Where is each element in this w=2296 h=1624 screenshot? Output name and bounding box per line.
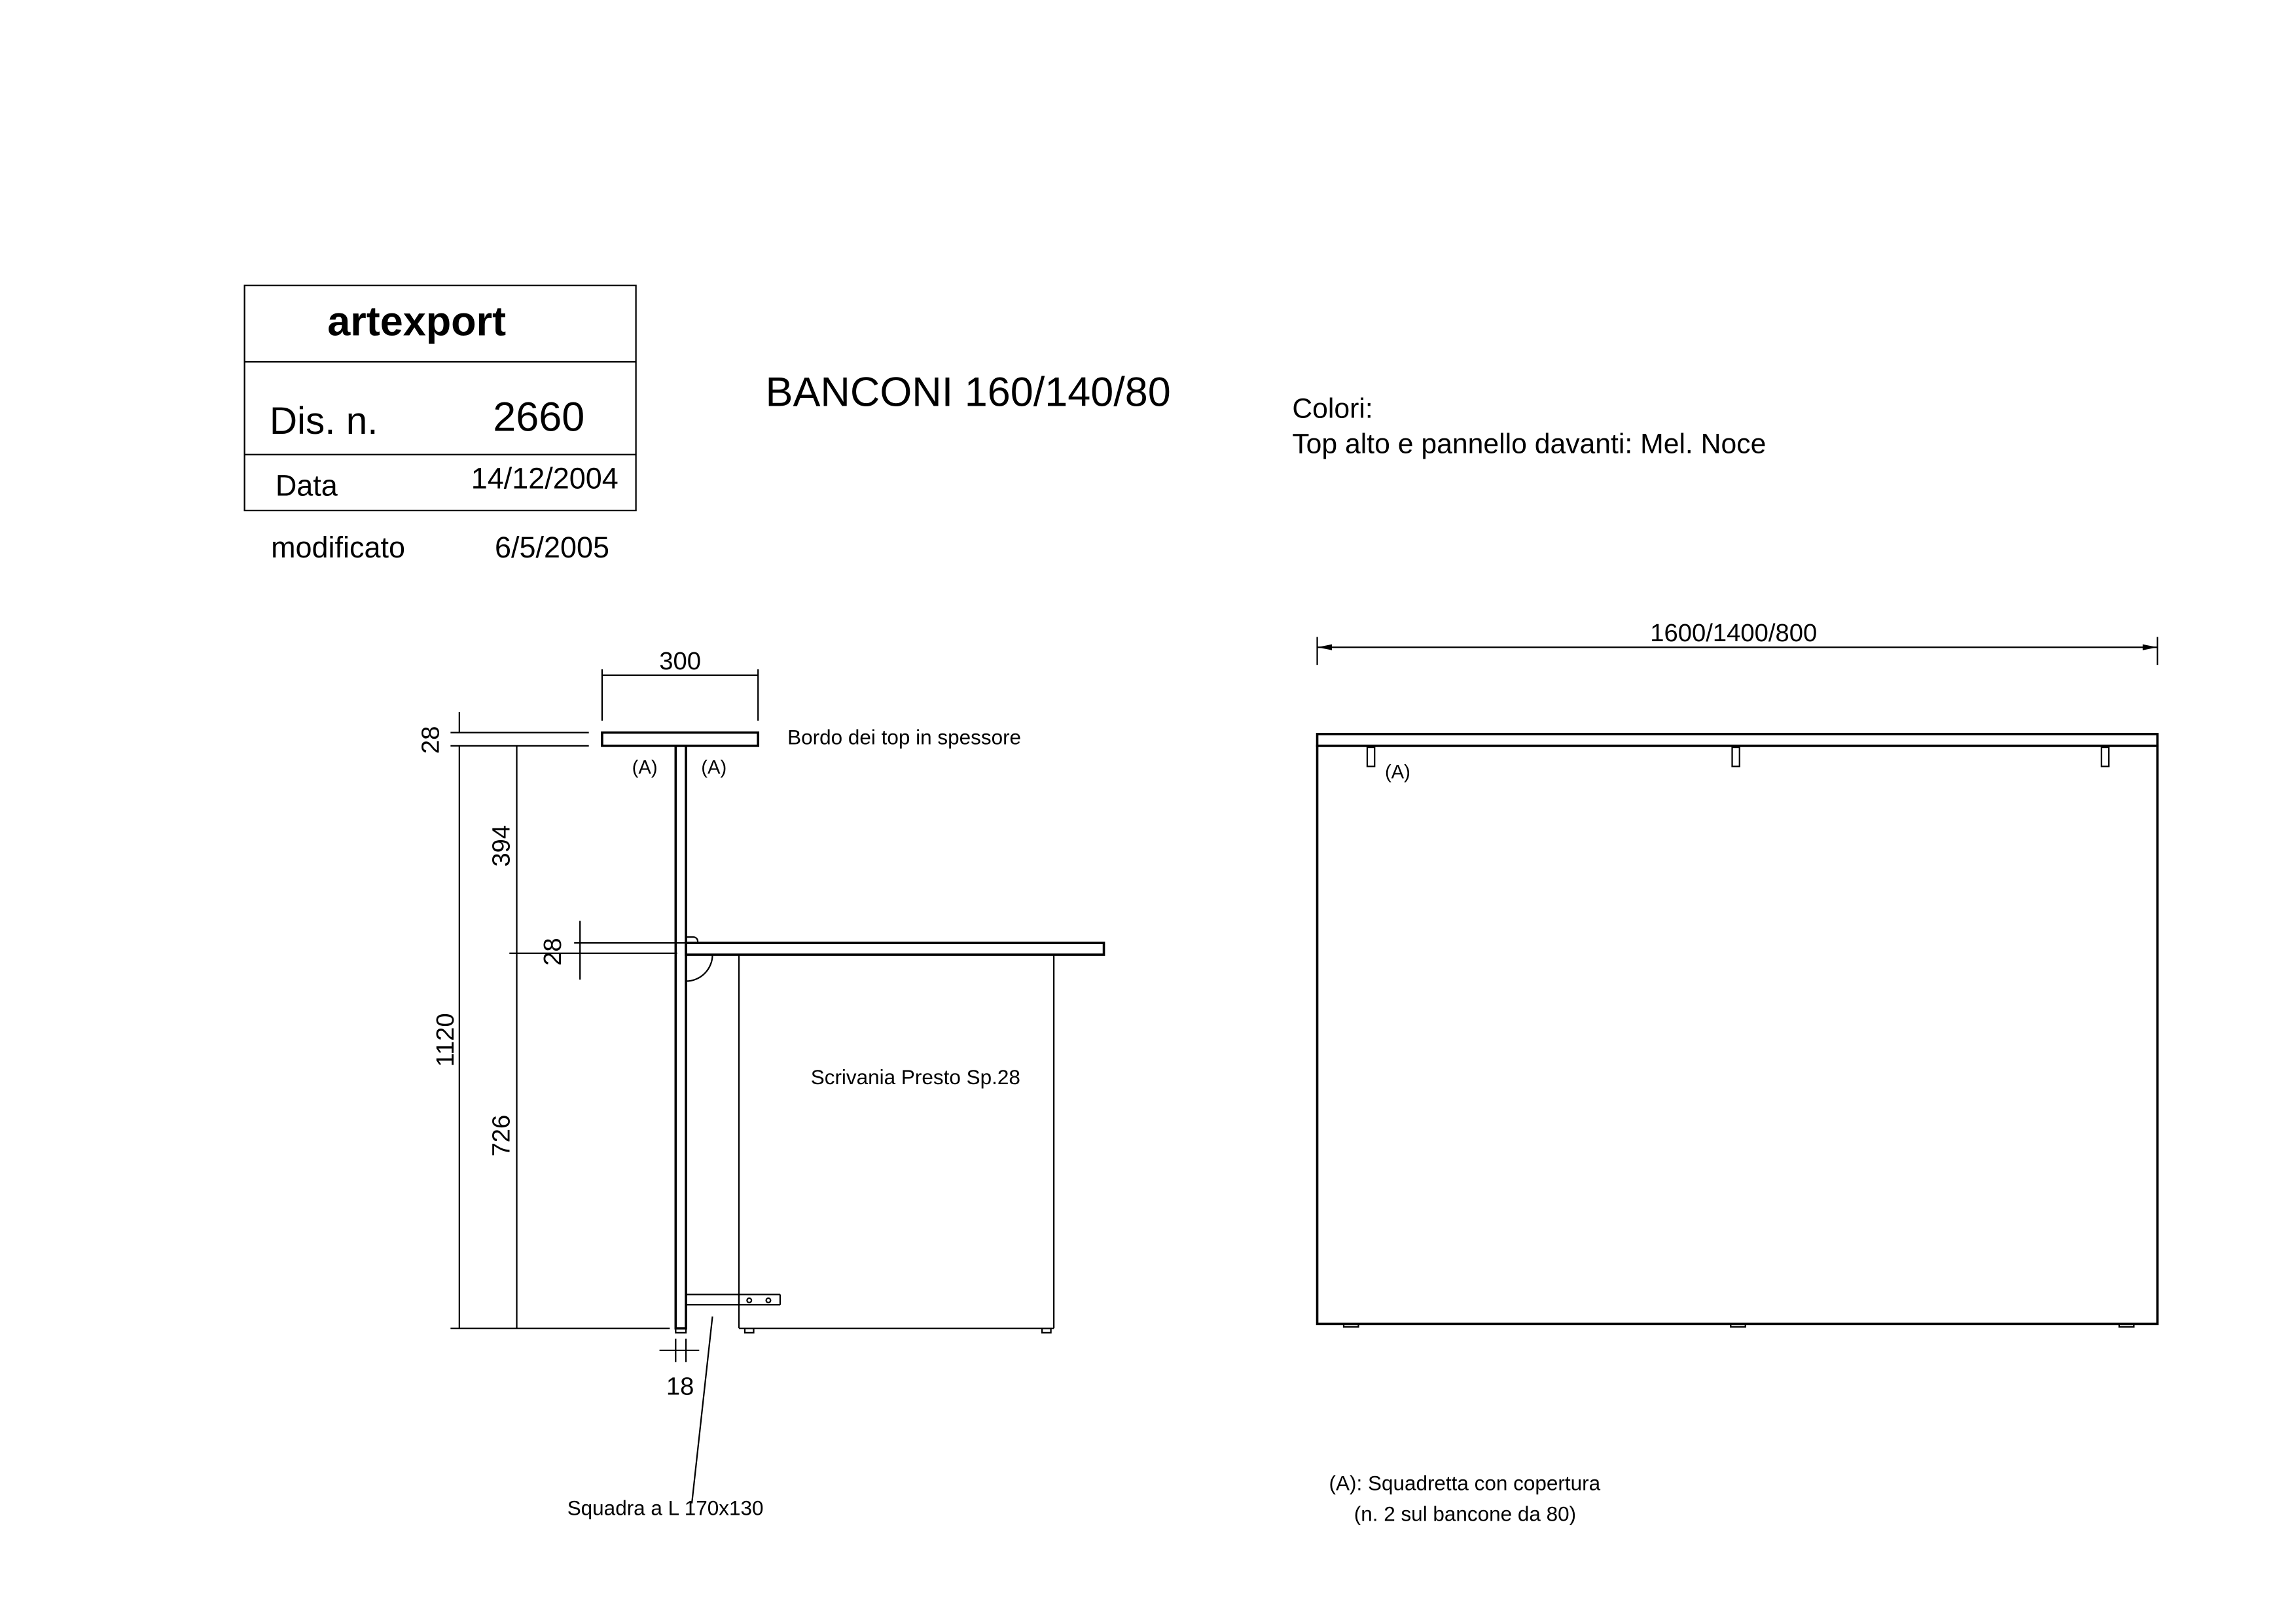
dim-total-height: 1120 [431, 1013, 459, 1067]
dim-top-thickness: 28 [416, 726, 444, 754]
dim-front-width: 1600/1400/800 [1650, 619, 1817, 647]
note-top-edge: Bordo dei top in spessore [787, 726, 1021, 749]
side-view: 300 Bordo dei top in spessore (A) (A) 28… [416, 647, 1105, 1520]
company-name: artexport [327, 299, 506, 345]
colors-value: Top alto e pannello davanti: Mel. Noce [1292, 428, 1766, 459]
colors-label: Colori: [1292, 393, 1372, 424]
modified-value: 6/5/2005 [495, 531, 609, 564]
legend-line-1: (A): Squadretta con copertura [1329, 1472, 1601, 1494]
dim-top-width: 300 [659, 647, 701, 675]
drawing-number-label: Dis. n. [270, 400, 378, 442]
label-a-left: (A) [632, 758, 658, 779]
drawing-number: 2660 [493, 395, 584, 440]
bracket-a-1 [1366, 746, 1376, 768]
label-a-right: (A) [701, 758, 726, 779]
label-a-front: (A) [1385, 762, 1410, 783]
bracket-a-3 [2100, 746, 2110, 768]
desk-top [685, 942, 1105, 956]
high-top-shelf [601, 731, 760, 747]
title-block: artexport Dis. n. 2660 Data 14/12/2004 m… [243, 285, 637, 564]
modified-label: modificato [271, 531, 405, 564]
dim-lower: 726 [487, 1115, 515, 1157]
dim-panel-thickness: 18 [666, 1372, 694, 1400]
note-desk: Scrivania Presto Sp.28 [811, 1066, 1020, 1089]
bracket-a-2 [1731, 746, 1740, 768]
front-panel [674, 745, 687, 1330]
legend-line-2: (n. 2 sul bancone da 80) [1354, 1503, 1576, 1526]
dim-upper: 394 [487, 825, 515, 867]
note-bracket: Squadra a L 170x130 [567, 1497, 764, 1520]
l-bracket [686, 1294, 781, 1306]
dim-desk-thickness: 28 [539, 938, 567, 965]
front-body [1316, 745, 2159, 1326]
front-view: 1600/1400/800 (A) (A): Squadretta con co… [1316, 619, 2159, 1526]
date-value: 14/12/2004 [471, 461, 619, 495]
date-label: Data [276, 469, 338, 503]
front-top [1316, 733, 2159, 747]
drawing-title: BANCONI 160/140/80 [765, 369, 1170, 415]
